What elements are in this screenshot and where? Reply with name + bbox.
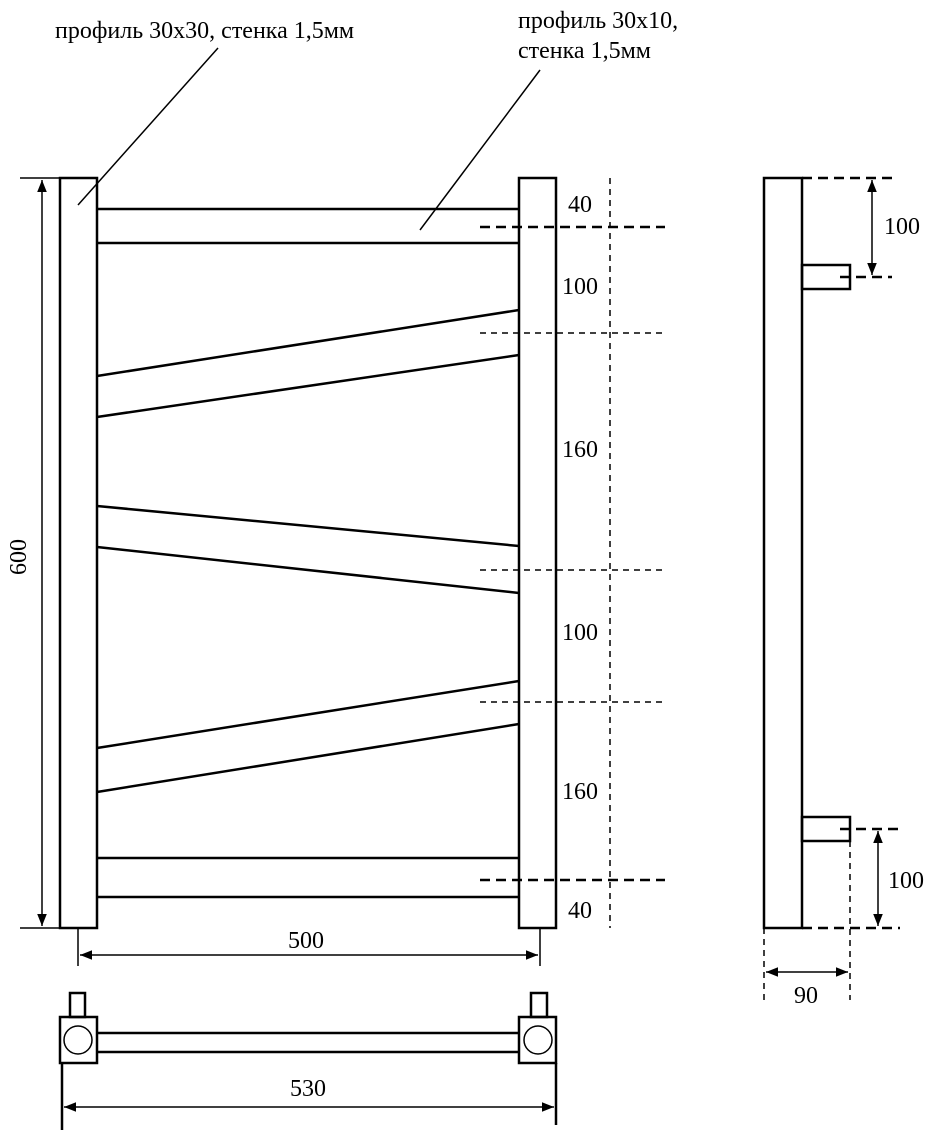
overall-width-dimension: 530 bbox=[290, 1076, 326, 1102]
top-view: 530 bbox=[58, 991, 558, 1130]
crossbars bbox=[96, 207, 520, 899]
right-post bbox=[517, 176, 558, 930]
width-dimension: 500 bbox=[288, 928, 324, 954]
post-profile-callout: профиль 30х30, стенка 1,5мм bbox=[55, 18, 354, 44]
side-view: 100 100 90 bbox=[762, 176, 924, 1009]
spacing-label: 40 bbox=[568, 192, 592, 218]
left-post bbox=[58, 176, 99, 930]
height-dimension: 600 bbox=[6, 539, 32, 575]
spacing-label: 160 bbox=[562, 779, 598, 805]
spacing-label: 40 bbox=[568, 898, 592, 924]
bar-profile-callout-2: стенка 1,5мм bbox=[518, 38, 651, 64]
spacing-label: 160 bbox=[562, 437, 598, 463]
spacing-label: 100 bbox=[562, 274, 598, 300]
bottom-offset-dimension: 100 bbox=[888, 868, 924, 894]
front-view: 600 40 100 160 100 160 40 500 bbox=[6, 176, 665, 966]
spacing-label: 100 bbox=[562, 620, 598, 646]
bar-leader-line bbox=[419, 69, 541, 231]
bar-profile-callout-1: профиль 30х10, bbox=[518, 8, 678, 34]
top-offset-dimension: 100 bbox=[884, 214, 920, 240]
depth-dimension: 90 bbox=[794, 983, 818, 1009]
post-leader-line bbox=[77, 47, 219, 206]
